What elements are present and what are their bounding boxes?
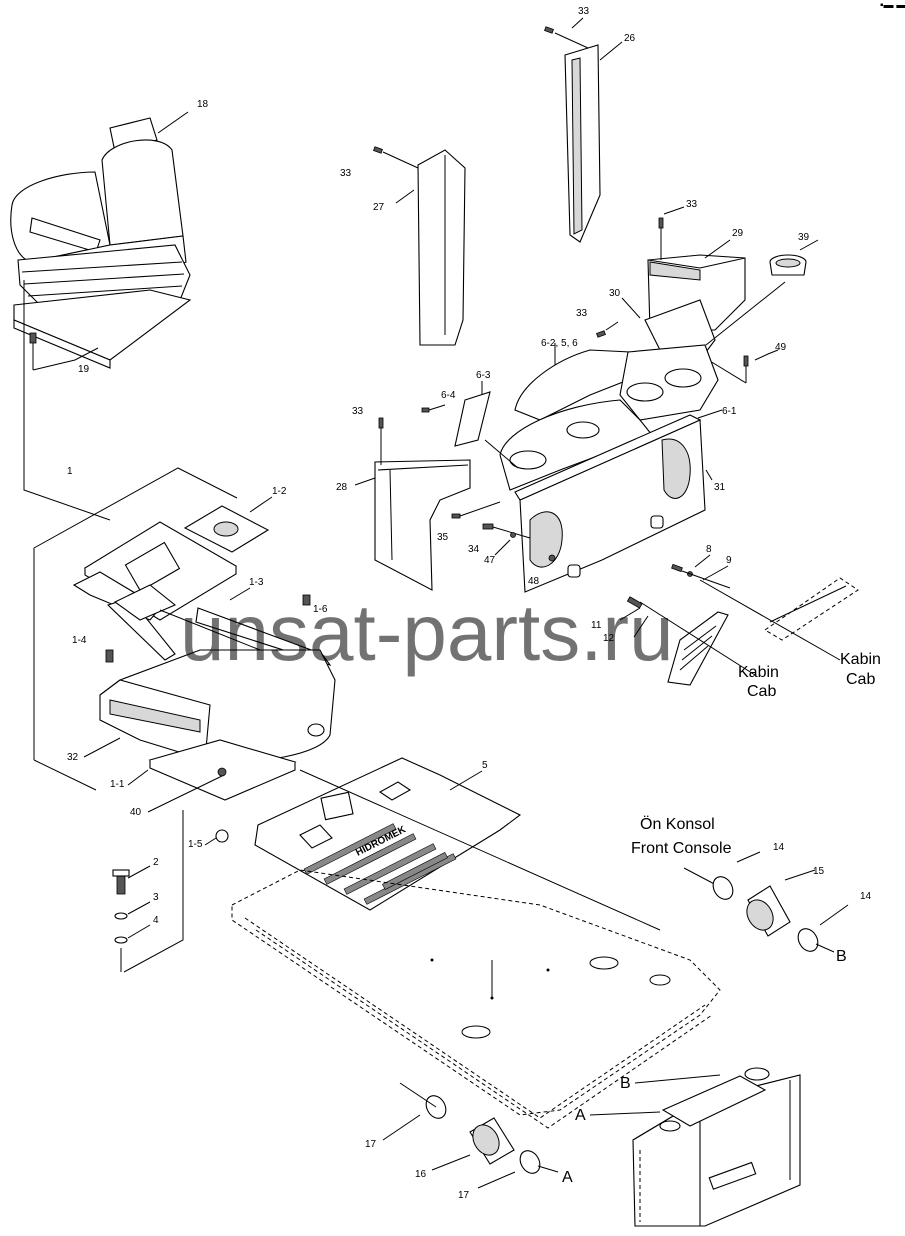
- label-19: 19: [78, 364, 90, 375]
- callout-kabin-1: Kabin: [738, 664, 779, 681]
- label-49: 49: [775, 342, 787, 353]
- label-15: 15: [813, 866, 825, 877]
- label-9: 9: [726, 555, 732, 566]
- arrow-label-a: A: [562, 1169, 573, 1186]
- label-2: 2: [153, 857, 159, 868]
- label-8: 8: [706, 544, 712, 555]
- heater-hoses: [382, 1082, 559, 1189]
- label-33-panel: 33: [352, 406, 364, 417]
- label-6-1: 6-1: [722, 406, 737, 417]
- callout-front-console: Front Console: [631, 840, 732, 857]
- label-5: 5: [482, 760, 488, 771]
- label-48: 48: [528, 576, 540, 587]
- pad-6-3: [454, 391, 491, 447]
- seat-assembly: [10, 111, 192, 371]
- label-1-2: 1-2: [272, 486, 287, 497]
- label-33-mid: 33: [576, 308, 588, 319]
- cab-floor-outline: [231, 769, 721, 1129]
- callout-cab-2: Cab: [846, 671, 875, 688]
- label-31: 31: [714, 482, 726, 493]
- label-6-2-5-6: 6-2, 5, 6: [541, 338, 578, 349]
- front-console-hoses: [683, 851, 849, 953]
- label-16: 16: [415, 1169, 427, 1180]
- label-47: 47: [484, 555, 496, 566]
- pillar-cover-26: [544, 26, 623, 243]
- vent-grille: [667, 611, 729, 686]
- label-33-left: 33: [340, 168, 352, 179]
- arrow-label-b: B: [836, 948, 847, 965]
- label-28: 28: [336, 482, 348, 493]
- label-27: 27: [373, 202, 385, 213]
- label-6-3: 6-3: [476, 370, 491, 381]
- watermark: unsat-parts.ru: [180, 588, 674, 677]
- label-4: 4: [153, 915, 159, 926]
- floor-rails: [639, 577, 859, 676]
- label-34: 34: [468, 544, 480, 555]
- label-1-1: 1-1: [110, 779, 125, 790]
- floor-mat-5: HIDROMEK: [254, 757, 522, 911]
- label-3: 3: [153, 892, 159, 903]
- label-1-4: 1-4: [72, 635, 87, 646]
- label-35: 35: [437, 532, 449, 543]
- label-29: 29: [732, 228, 744, 239]
- label-17-lower: 17: [458, 1190, 470, 1201]
- label-39: 39: [798, 232, 810, 243]
- label-33-console: 33: [686, 199, 698, 210]
- label-33-top: 33: [578, 6, 590, 17]
- label-11: 11: [591, 620, 602, 631]
- label-1-6: 1-6: [313, 604, 328, 615]
- label-26: 26: [624, 33, 636, 44]
- label-1: 1: [67, 466, 73, 477]
- side-console-29: [644, 217, 746, 361]
- label-30: 30: [609, 288, 621, 299]
- cup-holder-39: [705, 239, 819, 346]
- label-32: 32: [67, 752, 79, 763]
- seat-box-32: [99, 649, 336, 843]
- pillar-cover-27: [373, 146, 466, 346]
- label-1-5: 1-5: [188, 839, 203, 850]
- callout-on-konsol: Ön Konsol: [640, 815, 715, 833]
- label-18: 18: [197, 99, 209, 110]
- ref-label-b: B: [620, 1075, 631, 1092]
- label-17-upper: 17: [365, 1139, 377, 1150]
- rear-console: [499, 343, 723, 593]
- corner-mark: ▪▬ ▬: [880, 0, 905, 11]
- label-14-lower: 14: [860, 891, 872, 902]
- side-panel-28: [354, 417, 471, 591]
- label-1-3: 1-3: [249, 577, 264, 588]
- label-14-upper: 14: [773, 842, 785, 853]
- label-6-4: 6-4: [441, 390, 456, 401]
- label-12: 12: [603, 633, 615, 644]
- heater-unit: [632, 1067, 801, 1227]
- callout-cab-1: Cab: [747, 683, 776, 700]
- label-40: 40: [130, 807, 142, 818]
- callout-kabin-2: Kabin: [840, 651, 881, 668]
- ref-label-a: A: [575, 1107, 586, 1124]
